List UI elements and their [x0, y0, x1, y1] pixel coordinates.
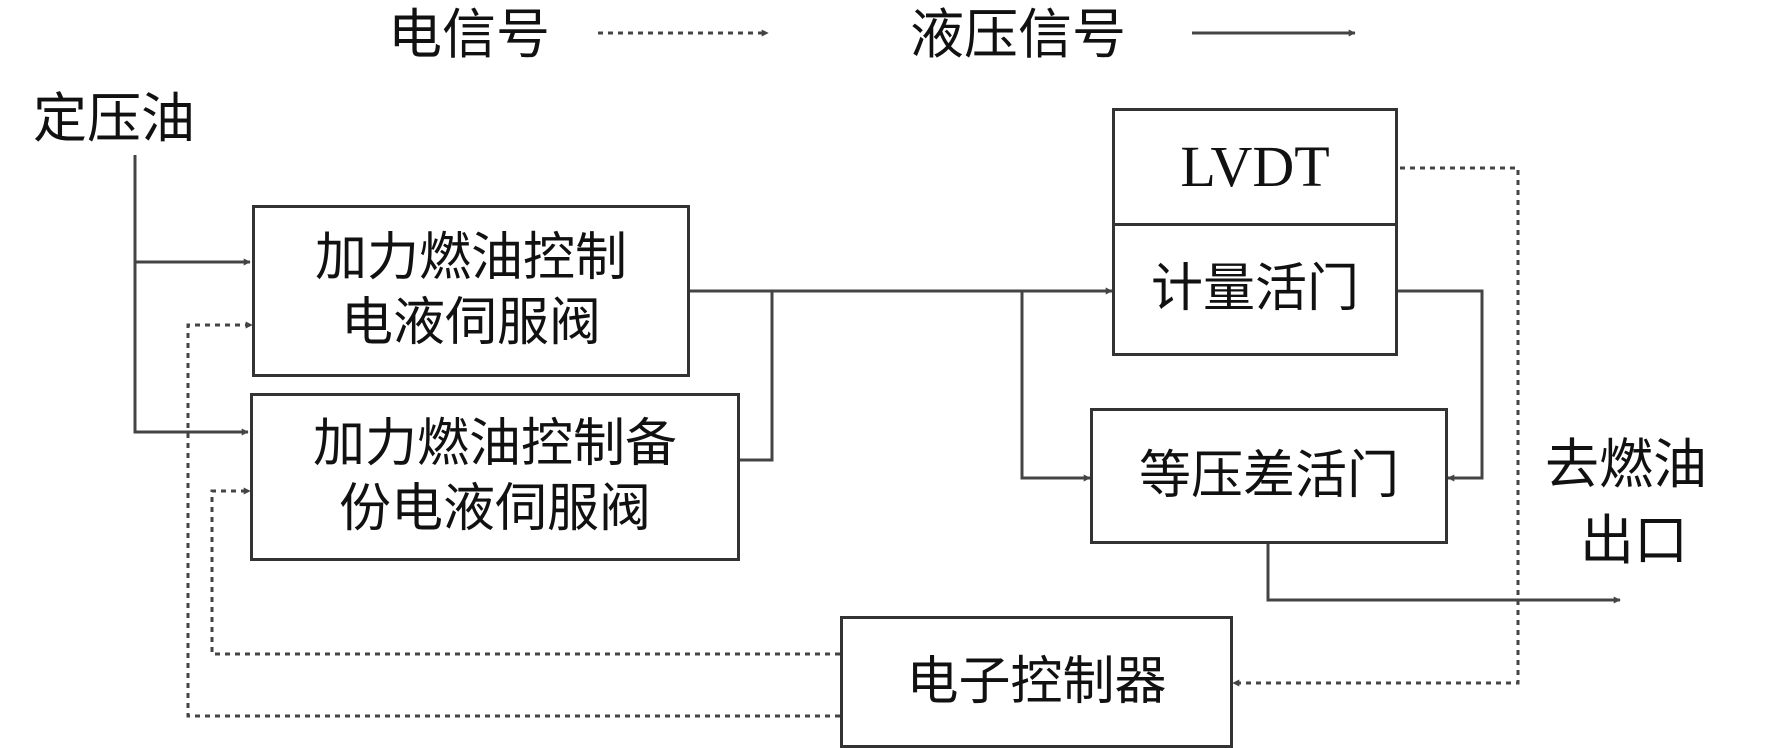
fuel-outlet-line: [1266, 544, 1621, 604]
fuel-outlet-label-line2: 出口: [1580, 509, 1688, 572]
servo-valve-backup-line2: 份电液伺服阀: [338, 479, 651, 539]
controller-to-servo-primary-signal: [210, 487, 840, 656]
branch-to-pressure-diff-valve: [1020, 291, 1091, 482]
servo-valve-backup-box: 加力燃油控制备 份电液伺服阀: [250, 393, 740, 561]
oil-feed-line: [133, 155, 249, 436]
electronic-controller-label: 电子控制器: [906, 651, 1167, 712]
metering-to-pressure-diff: [1398, 289, 1484, 482]
legend-hydraulic-signal-label: 液压信号: [910, 3, 1126, 66]
pressure-diff-valve-box: 等压差活门: [1090, 408, 1448, 544]
backup-servo-output: [740, 291, 774, 462]
lvdt-label: LVDT: [1180, 133, 1330, 199]
electronic-controller-box: 电子控制器: [840, 616, 1233, 748]
fuel-outlet-label-line1: 去燃油: [1545, 433, 1707, 496]
lvdt-box: LVDT: [1112, 108, 1398, 226]
metering-valve-box: 计量活门: [1112, 223, 1398, 356]
servo-valve-primary-line1: 加力燃油控制: [314, 228, 627, 288]
servo-valve-primary-line2: 电液伺服阀: [340, 293, 601, 353]
pressure-diff-valve-label: 等压差活门: [1138, 445, 1399, 506]
metering-valve-label: 计量活门: [1150, 259, 1359, 319]
controller-to-servo-backup-signal: [186, 321, 840, 718]
legend-electric-signal-label: 电信号: [388, 3, 550, 66]
servo-valve-backup-line1: 加力燃油控制备: [312, 414, 677, 474]
constant-pressure-oil-label: 定压油: [33, 87, 195, 150]
servo-valve-primary-box: 加力燃油控制 电液伺服阀: [252, 205, 690, 377]
